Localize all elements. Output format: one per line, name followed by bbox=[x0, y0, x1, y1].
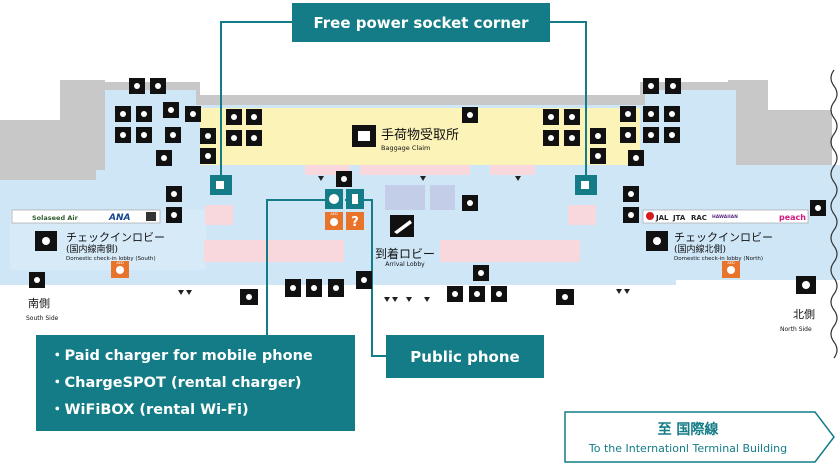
checkin-south-en: Domestic check-in lobby (South) bbox=[66, 256, 156, 262]
airline-sign-south: Solaseed Air ANA bbox=[11, 209, 161, 224]
checkin-north-label: チェックインロビー bbox=[674, 231, 773, 244]
charger-item: ・ChargeSPOT (rental charger) bbox=[50, 375, 302, 391]
checkin-south-label: チェックインロビー bbox=[66, 231, 165, 244]
airline-solaseed: Solaseed Air bbox=[32, 214, 79, 222]
public-phone-callout: Public phone bbox=[386, 335, 544, 378]
aed-icon bbox=[111, 261, 129, 278]
baggage-claim-label: 手荷物受取所 bbox=[381, 128, 459, 143]
arrival-lobby-label: 到着ロビー bbox=[375, 246, 435, 261]
arrival-lobby-sublabel: Arrival Lobby bbox=[385, 261, 425, 268]
chargers-callout: ・Paid charger for mobile phone ・ChargeSP… bbox=[36, 335, 355, 431]
charger-item: ・Paid charger for mobile phone bbox=[50, 348, 313, 364]
destination-ja: 至 国際線 bbox=[657, 422, 719, 438]
entrance-markers bbox=[178, 176, 630, 302]
power-socket-icon bbox=[575, 175, 597, 195]
checkin-south-sublabel: (国内線南側) bbox=[66, 243, 118, 255]
power-socket-icon bbox=[210, 175, 232, 195]
destination-en: To the Internationl Terminal Building bbox=[588, 442, 788, 455]
airline-rac: RAC bbox=[691, 214, 707, 222]
south-side-en: South Side bbox=[26, 315, 59, 322]
svg-text:?: ? bbox=[351, 215, 359, 230]
power-socket-callout: Free power socket corner bbox=[292, 3, 550, 42]
info-icon: ? bbox=[346, 212, 364, 230]
north-side-en: North Side bbox=[780, 326, 812, 333]
icon-glyphs bbox=[34, 83, 821, 300]
aed-icon bbox=[722, 261, 740, 278]
public-phone-callout-text: Public phone bbox=[410, 347, 520, 366]
charger-icon bbox=[325, 189, 343, 209]
charger-item: ・WiFiBOX (rental Wi-Fi) bbox=[50, 402, 249, 418]
airline-jal: JAL bbox=[655, 214, 669, 222]
aed-label: AED bbox=[116, 261, 124, 265]
cut-edge bbox=[830, 69, 838, 359]
airline-hawaiian: HAWAIIAN bbox=[712, 214, 738, 220]
aed-label: AED bbox=[330, 212, 338, 216]
aed-icon bbox=[325, 212, 343, 230]
destination-arrow bbox=[564, 411, 835, 463]
airline-peach: peach bbox=[779, 213, 806, 222]
power-socket-callout-text: Free power socket corner bbox=[313, 13, 529, 32]
airline-ana: ANA bbox=[108, 213, 130, 223]
airline-sign-north: JAL JTA RAC HAWAIIAN peach bbox=[642, 209, 809, 224]
checkin-north-en: Domestic check-in lobby (North) bbox=[674, 256, 763, 262]
international-terminal-sign[interactable]: 至 国際線 To the Internationl Terminal Build… bbox=[563, 411, 833, 463]
south-side-label: 南側 bbox=[28, 297, 50, 310]
luggage-icon bbox=[352, 125, 376, 147]
airline-jta: JTA bbox=[672, 214, 686, 222]
checkin-north-sublabel: (国内線北側) bbox=[674, 243, 726, 255]
aed-label: AED bbox=[727, 261, 735, 265]
baggage-claim-sublabel: Baggage Claim bbox=[381, 144, 430, 152]
checkin-counters bbox=[204, 165, 596, 262]
north-side-label: 北側 bbox=[793, 308, 815, 321]
public-phone-icon bbox=[346, 189, 364, 209]
